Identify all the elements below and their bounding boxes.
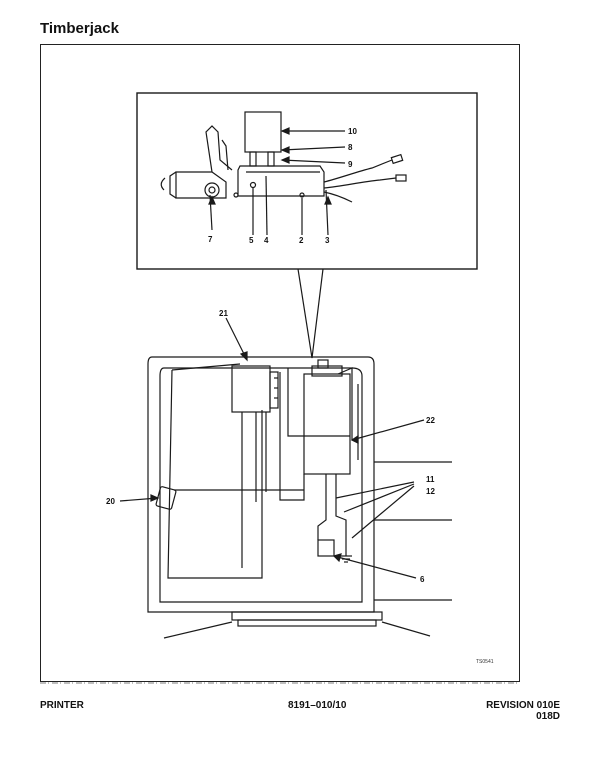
- detail-cable-1: [323, 159, 393, 183]
- callout-3: 3: [325, 236, 330, 245]
- callout-22: 22: [426, 416, 435, 425]
- detail-cable-2: [323, 177, 397, 189]
- cab-base: [231, 611, 383, 621]
- callout-11: 11: [426, 475, 435, 484]
- detail-inset-box: [136, 92, 478, 270]
- cab-outline: [147, 356, 375, 613]
- printer-unit: [303, 373, 351, 475]
- footer-doc-number: 8191–010/10: [288, 700, 347, 711]
- page-title: Timberjack: [40, 20, 119, 37]
- figure-code: TS0541: [476, 659, 494, 665]
- callout-4: 4: [264, 236, 269, 245]
- detail-pointer: [297, 268, 324, 359]
- footer-page: 018D: [536, 711, 560, 722]
- callout-8: 8: [348, 143, 353, 152]
- footer-revision-block: REVISION 010E 018D: [486, 700, 560, 722]
- callout-2: 2: [299, 236, 304, 245]
- callout-6: 6: [420, 575, 425, 584]
- callout-7: 7: [208, 235, 213, 244]
- figure-frame: [40, 44, 520, 682]
- footer-revision: REVISION 010E: [486, 700, 560, 711]
- detail-arm-mount: [175, 171, 227, 199]
- callout-21: 21: [219, 309, 228, 318]
- callout-10: 10: [348, 127, 357, 136]
- detail-printer-body: [244, 111, 282, 153]
- relay-box-6: [317, 539, 335, 557]
- footer-section: PRINTER: [40, 700, 84, 711]
- callout-20: 20: [106, 497, 115, 506]
- control-box-21: [231, 365, 271, 413]
- callout-9: 9: [348, 160, 353, 169]
- component-20: [155, 486, 177, 510]
- cable-run: [317, 474, 327, 540]
- callout-12: 12: [426, 487, 435, 496]
- detail-bracket: [237, 165, 325, 197]
- callout-5: 5: [249, 236, 254, 245]
